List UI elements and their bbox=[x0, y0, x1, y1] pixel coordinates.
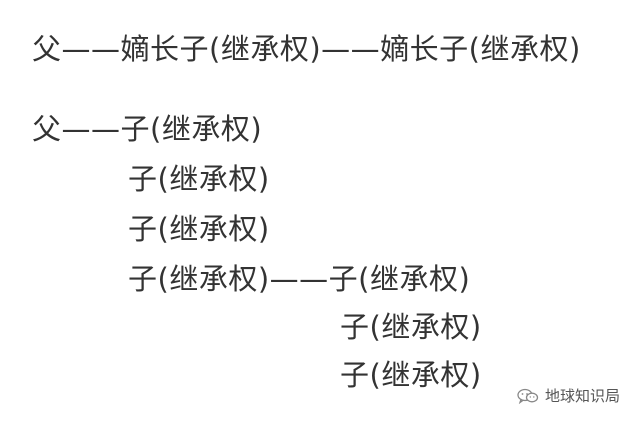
wechat-icon bbox=[517, 388, 539, 404]
watermark: 地球知识局 bbox=[517, 385, 620, 406]
lineage-row-father-son: 父——子(继承权) bbox=[32, 112, 263, 146]
lineage-row-grandson: 子(继承权) bbox=[340, 310, 482, 344]
lineage-row-son: 子(继承权) bbox=[128, 212, 270, 246]
watermark-label: 地球知识局 bbox=[544, 387, 620, 405]
lineage-row-primogeniture: 父——嫡长子(继承权)——嫡长子(继承权) bbox=[32, 32, 581, 66]
lineage-row-son-branch: 子(继承权)——子(继承权) bbox=[128, 262, 471, 296]
lineage-row-grandson: 子(继承权) bbox=[340, 358, 482, 392]
lineage-row-son: 子(继承权) bbox=[128, 162, 270, 196]
